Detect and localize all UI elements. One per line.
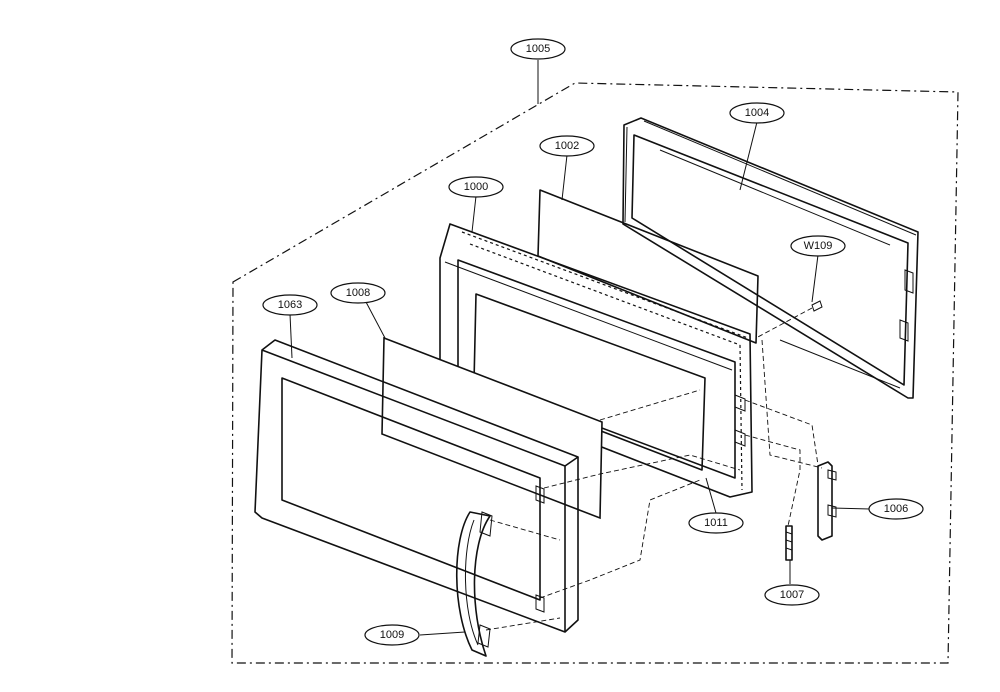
svg-text:1000: 1000 — [464, 181, 488, 193]
leader-lines — [289, 60, 871, 636]
svg-text:1063: 1063 — [278, 299, 302, 311]
svg-text:1008: 1008 — [346, 287, 370, 299]
svg-text:1004: 1004 — [745, 107, 769, 119]
screen-sheet — [537, 189, 759, 344]
callout-1008: 1008 — [330, 282, 386, 304]
callout-W109: W109 — [790, 235, 846, 257]
svg-text:W109: W109 — [804, 240, 833, 252]
handle — [455, 511, 493, 657]
screw — [755, 300, 823, 339]
door-front — [254, 339, 579, 633]
callout-1004: 1004 — [729, 102, 785, 124]
door-frame — [439, 223, 753, 498]
projection-lines — [485, 339, 823, 631]
svg-text:1002: 1002 — [555, 140, 579, 152]
choke-panel — [622, 117, 919, 399]
callout-1006: 1006 — [868, 498, 924, 520]
spring — [785, 525, 793, 561]
callout-1005: 1005 — [510, 38, 566, 60]
assembly-boundary — [231, 82, 959, 664]
glass-panel — [381, 336, 603, 520]
svg-text:1009: 1009 — [380, 629, 404, 641]
svg-text:1006: 1006 — [884, 503, 908, 515]
callout-1011: 1011 — [688, 512, 744, 534]
callout-1009: 1009 — [364, 624, 420, 646]
callout-1063: 1063 — [262, 294, 318, 316]
callout-1002: 1002 — [539, 135, 595, 157]
svg-text:1007: 1007 — [780, 589, 804, 601]
svg-text:1011: 1011 — [704, 517, 728, 529]
callout-1000: 1000 — [448, 176, 504, 198]
latch — [817, 461, 837, 541]
callout-1007: 1007 — [764, 584, 820, 606]
svg-text:1005: 1005 — [526, 43, 550, 55]
